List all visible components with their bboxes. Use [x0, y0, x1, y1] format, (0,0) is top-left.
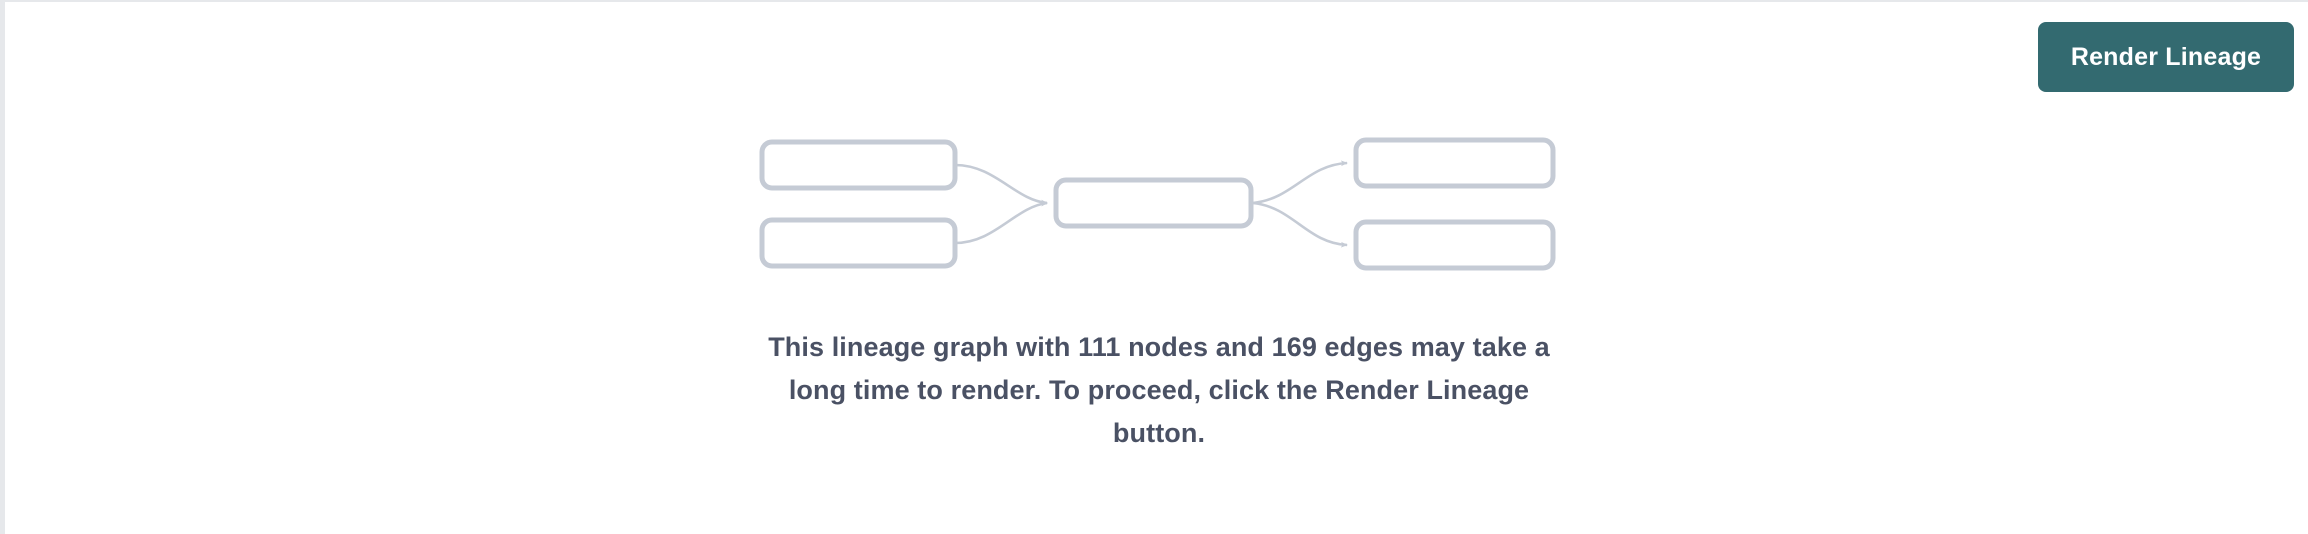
placeholder-node-upstream-1	[759, 139, 958, 191]
placeholder-node-upstream-2	[759, 217, 958, 269]
render-lineage-button[interactable]: Render Lineage	[2038, 22, 2294, 92]
lineage-warning-message: This lineage graph with 111 nodes and 16…	[768, 332, 1550, 448]
lineage-empty-state: This lineage graph with 111 nodes and 16…	[5, 2, 2308, 534]
placeholder-lineage-graph	[759, 128, 1559, 278]
placeholder-node-downstream-1	[1353, 137, 1556, 189]
placeholder-node-focus	[1053, 177, 1254, 229]
placeholder-node-downstream-2	[1353, 219, 1556, 271]
edge-focus-to-downstream-2	[1252, 201, 1348, 248]
edge-upstream-1-to-focus	[954, 163, 1048, 206]
edge-focus-to-downstream-1	[1252, 160, 1348, 205]
edge-upstream-2-to-focus	[954, 200, 1048, 245]
